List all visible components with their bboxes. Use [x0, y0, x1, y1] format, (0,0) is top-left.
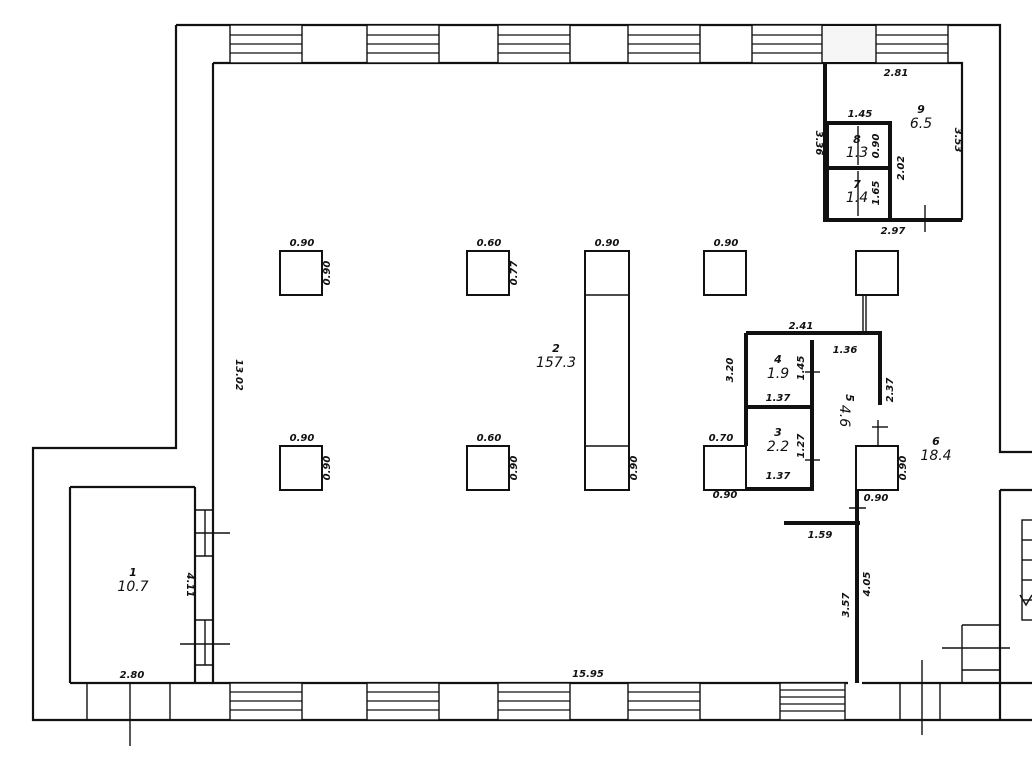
dimension-label: 3.36: [813, 131, 824, 156]
room-number: 8: [853, 133, 861, 146]
column: [466, 250, 510, 296]
dimension-label: 0.90: [898, 456, 909, 481]
window: [229, 682, 303, 721]
room-number: 5: [843, 394, 856, 402]
annex-openings: [180, 509, 230, 666]
column: [279, 445, 323, 491]
room-area: 1.3: [846, 145, 868, 161]
dimension-label: 1.37: [766, 471, 791, 482]
wc-block: [823, 63, 962, 232]
room-area: 2.2: [767, 439, 789, 455]
window: [497, 24, 571, 64]
dimension-label: 3.20: [725, 358, 736, 383]
window: [366, 682, 440, 721]
dimension-label: 0.90: [595, 238, 620, 249]
entrance-steps: [779, 682, 846, 721]
room-number: 3: [774, 426, 782, 439]
dimension-label: 1.27: [796, 434, 807, 459]
window: [627, 682, 701, 721]
dimension-label: 1.45: [848, 109, 873, 120]
room-number: 2: [552, 342, 560, 355]
dimension-label: 0.90: [322, 261, 333, 286]
room-number: 7: [853, 178, 861, 191]
windows-top: [229, 24, 949, 64]
room-area: 6.5: [910, 116, 932, 132]
dimension-label: 4.05: [862, 572, 873, 598]
window: [627, 24, 701, 64]
dimension-label: 0.90: [509, 456, 520, 481]
dimension-label: 2.81: [884, 68, 909, 79]
column: [855, 445, 899, 491]
dimension-label: 0.90: [864, 493, 889, 504]
room-labels: 1 10.7 2 157.3 3 2.2 4 1.9 5 4.6 6 18.4 …: [117, 103, 951, 595]
dimension-label: 2.80: [120, 670, 145, 681]
dimension-labels: 15.95 13.02 2.80 4.11 2.81 2.97 1.45 3.3…: [120, 68, 963, 681]
dimension-label: 2.97: [881, 226, 906, 237]
dimension-label: 1.37: [766, 393, 791, 404]
partitions: [744, 295, 888, 683]
central-pillar: [584, 250, 630, 491]
room-number: 4: [773, 353, 782, 366]
column: [703, 250, 747, 296]
dimension-label: 1.45: [796, 356, 807, 381]
windows-bottom: [86, 660, 941, 746]
dimension-label: 0.90: [290, 433, 315, 444]
room-number: 6: [932, 435, 940, 448]
dimension-label: 0.60: [477, 433, 502, 444]
room-area: 4.6: [836, 405, 852, 427]
dimension-label: 0.90: [629, 456, 640, 481]
dimension-label: 3.57: [841, 593, 852, 618]
column: [703, 445, 747, 491]
column: [279, 250, 323, 296]
room-area: 10.7: [117, 579, 148, 595]
dimension-label: 0.90: [871, 134, 882, 159]
dimension-label: 0.90: [714, 238, 739, 249]
dimension-label: 0.90: [322, 456, 333, 481]
room-number: 9: [917, 103, 925, 116]
right-stairs: [942, 519, 1032, 683]
dimension-label: 1.65: [871, 181, 882, 206]
dimension-label: 0.60: [477, 238, 502, 249]
room-area: 1.4: [846, 190, 868, 206]
room-area: 18.4: [920, 448, 951, 464]
stair-arrow-icon: [1019, 594, 1032, 607]
window: [229, 24, 303, 64]
room-area: 1.9: [767, 366, 789, 382]
window: [497, 682, 571, 721]
dimension-label: 15.95: [572, 669, 604, 680]
window: [751, 24, 823, 64]
dimension-label: 1.36: [833, 345, 858, 356]
dimension-label: 0.90: [290, 238, 315, 249]
dimension-label: 3.53: [952, 128, 963, 153]
dimension-label: 0.77: [509, 261, 520, 286]
dimension-label: 4.11: [184, 572, 195, 598]
window: [875, 24, 949, 64]
column: [855, 250, 899, 296]
outer-walls: [31, 23, 1032, 722]
dimension-label: 2.41: [789, 321, 814, 332]
dimension-label: 0.90: [713, 490, 738, 501]
dimension-label: 1.59: [808, 530, 833, 541]
dimension-label: 0.70: [709, 433, 734, 444]
room-number: 1: [129, 566, 137, 579]
door-opening-top: [823, 26, 875, 62]
column: [466, 445, 510, 491]
dimension-label: 2.02: [896, 156, 907, 181]
window: [366, 24, 440, 64]
dimension-label: 13.02: [233, 359, 244, 391]
dimension-label: 2.37: [885, 378, 896, 403]
columns: [279, 250, 899, 491]
room-area: 157.3: [536, 355, 576, 371]
